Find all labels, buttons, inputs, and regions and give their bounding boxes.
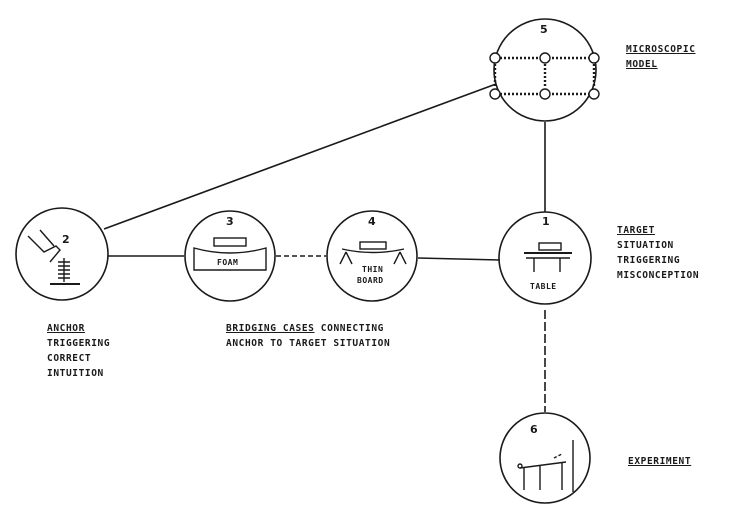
anchor-line: ANCHOR <box>47 323 85 334</box>
misconception-line: MISCONCEPTION <box>617 270 700 281</box>
target-situation-label: TARGET SITUATION TRIGGERING MISCONCEPTIO… <box>617 223 699 283</box>
node-1-number: 1 <box>542 215 551 228</box>
edge-4-1 <box>417 257 501 261</box>
thin-board-sketch <box>339 241 407 265</box>
node-1-circle <box>498 211 592 305</box>
target-line: TARGET <box>617 225 655 236</box>
board-label: BOARD <box>357 276 384 285</box>
situation-line: SITUATION <box>617 240 674 251</box>
node-2-circle <box>15 207 109 301</box>
lattice-sketch <box>489 52 600 100</box>
node-6-number: 6 <box>530 423 539 436</box>
correct-line: CORRECT <box>47 353 92 364</box>
anchor-label: ANCHOR TRIGGERING CORRECT INTUITION <box>47 321 110 381</box>
microscopic-line: MICROSCOPIC <box>626 44 696 55</box>
foam-sketch <box>193 237 267 271</box>
experiment-line: EXPERIMENT <box>628 456 692 467</box>
table-sketch <box>524 242 572 272</box>
experiment-label: EXPERIMENT <box>628 454 691 469</box>
bridging-cases-label: BRIDGING CASES CONNECTING ANCHOR TO TARG… <box>226 321 390 351</box>
node-3-circle <box>184 210 276 302</box>
node-4-circle <box>326 210 418 302</box>
connecting-word: CONNECTING <box>314 323 384 334</box>
intuition-line: INTUITION <box>47 368 104 379</box>
triggering-line: TRIGGERING <box>47 338 111 349</box>
node-6-circle <box>499 412 591 504</box>
bridging-cases-word: BRIDGING CASES <box>226 323 315 334</box>
bridging-line-2: ANCHOR TO TARGET SITUATION <box>226 338 391 349</box>
bridging-line-1: BRIDGING CASES CONNECTING <box>226 321 390 336</box>
model-line: MODEL <box>626 59 658 70</box>
finger-spring-sketch <box>27 229 80 285</box>
table-label: TABLE <box>530 282 557 291</box>
foam-label: FOAM <box>217 258 239 267</box>
microscopic-model-label: MICROSCOPIC MODEL <box>626 42 696 72</box>
node-3-number: 3 <box>226 215 235 228</box>
edge-2-5 <box>103 83 497 230</box>
triggering-line: TRIGGERING <box>617 255 681 266</box>
experiment-sketch <box>517 440 574 492</box>
thin-label: THIN <box>362 265 384 274</box>
node-2-number: 2 <box>62 233 71 246</box>
node-5-number: 5 <box>540 23 549 36</box>
node-4-number: 4 <box>368 215 377 228</box>
